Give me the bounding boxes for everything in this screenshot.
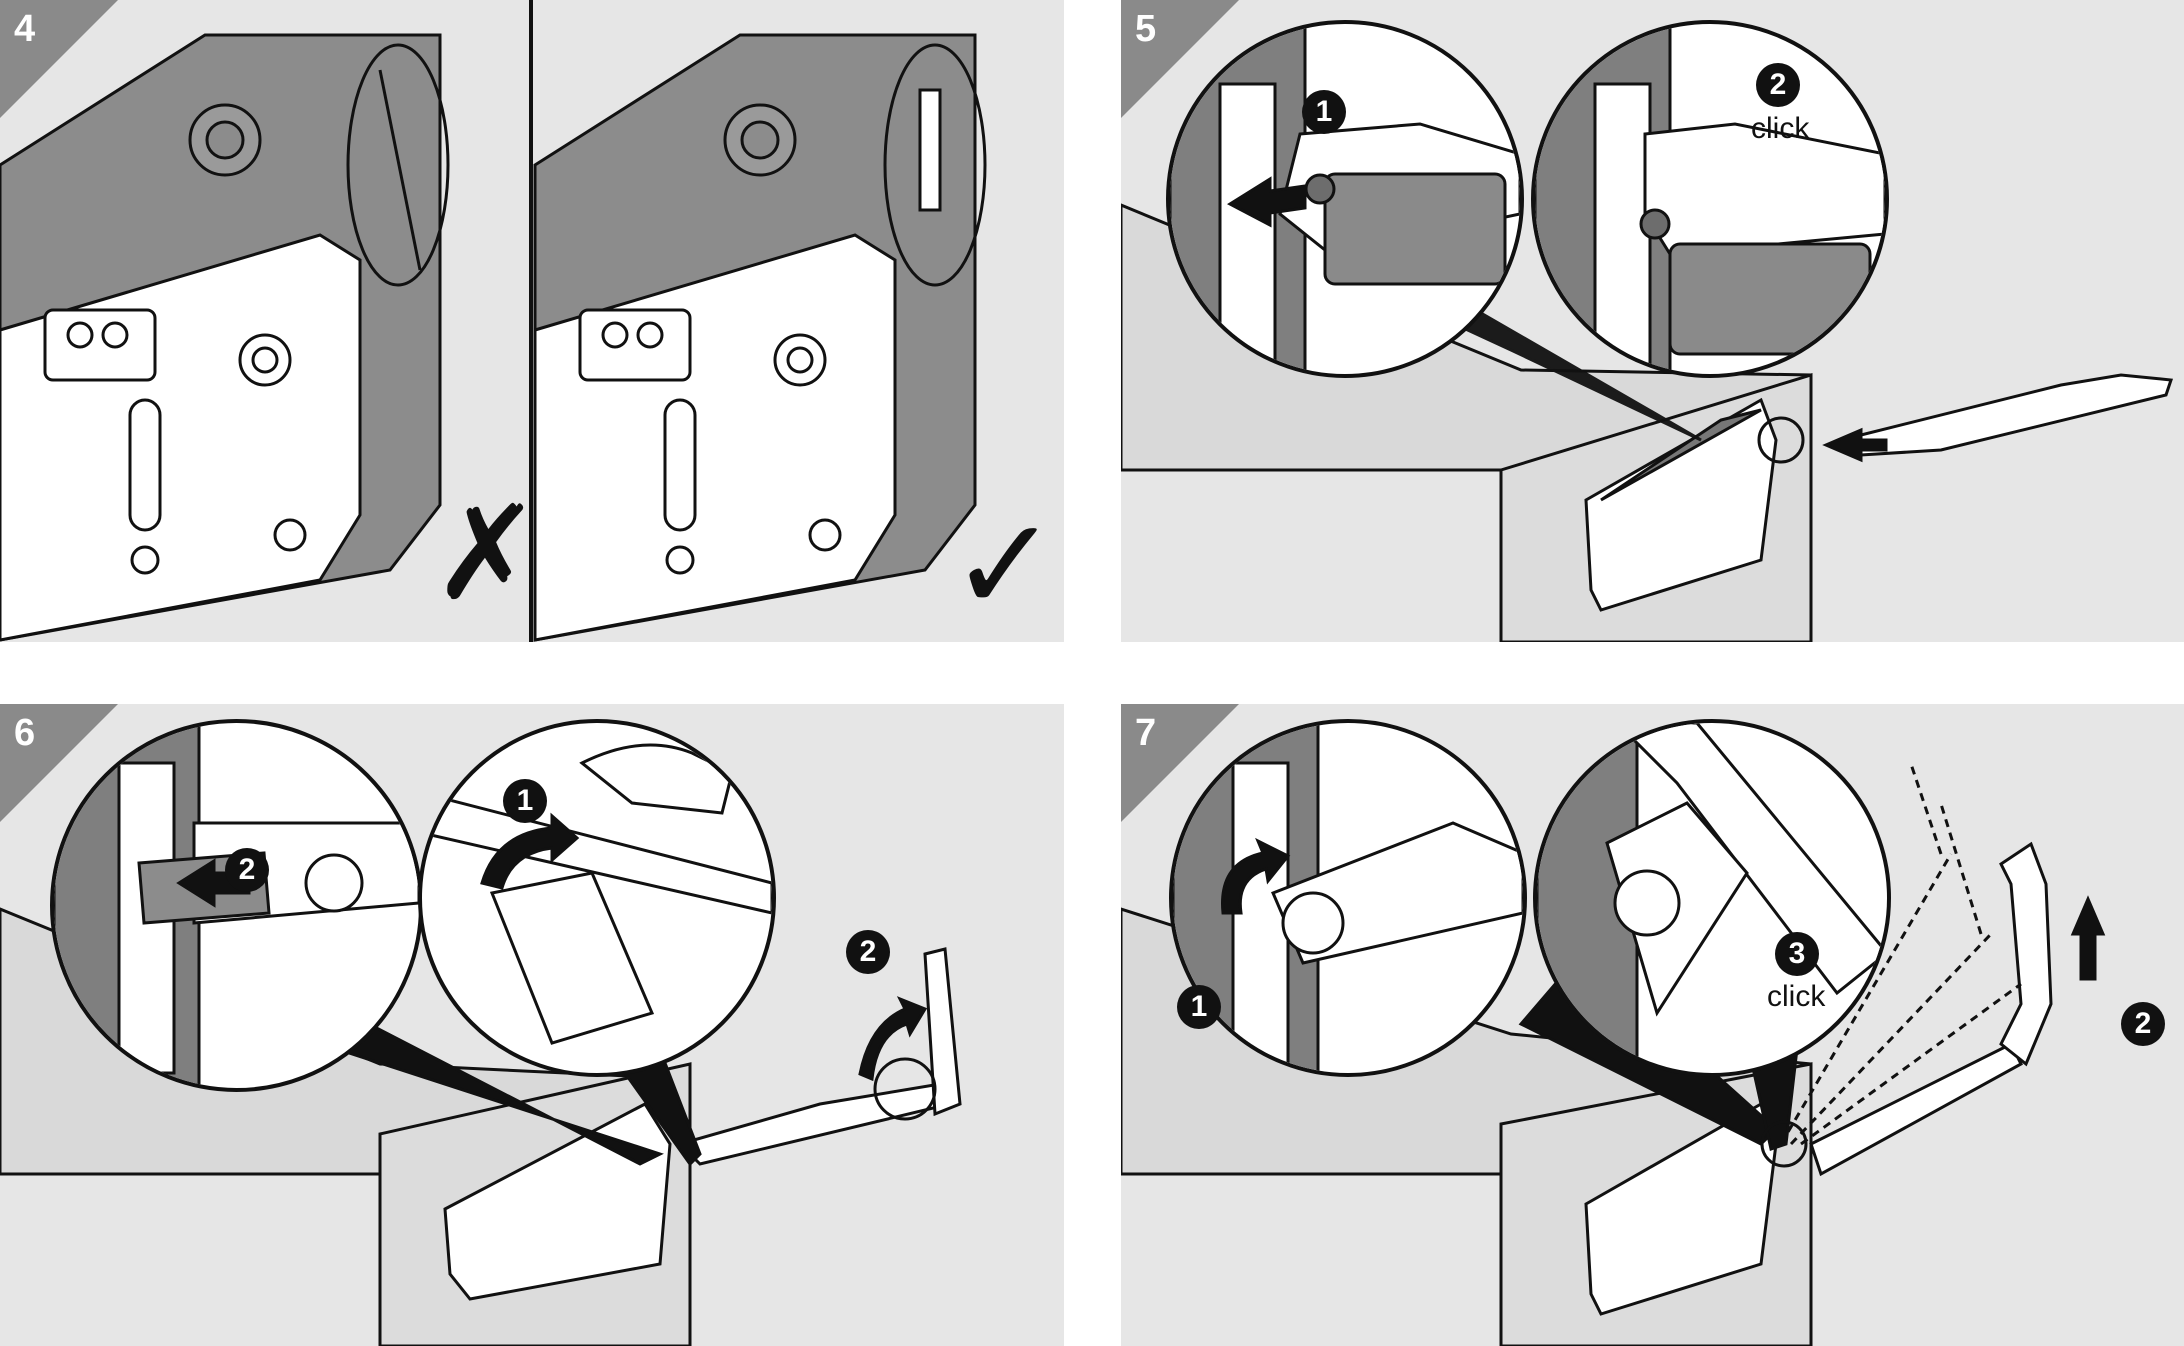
step-badge-2-arm: 2 <box>846 930 890 974</box>
step-number: 5 <box>1135 8 1157 50</box>
arm-raised <box>1999 841 2053 1067</box>
rotate-arrow-icon <box>858 996 928 1082</box>
step-tab-bg <box>0 0 118 118</box>
step-number: 6 <box>14 712 36 754</box>
rotate-arrow-icon <box>1221 837 1291 915</box>
step-7-detail-right <box>1533 719 1891 1077</box>
step-badge-3: 3 <box>1775 932 1819 976</box>
step-4-panel: 4 ✗ ✓ <box>0 0 1064 642</box>
step-badge-2: 2 <box>1756 63 1800 107</box>
step-4-illustration <box>0 0 987 642</box>
step-6-panel: 2 1 2 6 <box>0 704 1064 1346</box>
check-mark-icon: ✓ <box>950 489 1059 641</box>
step-badge-1: 1 <box>503 779 547 823</box>
step-5-detail-right <box>1531 20 1889 378</box>
step-badge-1: 1 <box>1177 985 1221 1029</box>
step-badge-1: 1 <box>1302 90 1346 134</box>
wrong-mark-icon: ✗ <box>432 477 541 629</box>
step-7-detail-left <box>1169 719 1527 1077</box>
lift-arrow-icon <box>2070 895 2106 936</box>
mount-bracket <box>1584 397 1778 612</box>
step-5-detail-left <box>1166 20 1524 378</box>
step-badge-2: 2 <box>2121 1002 2165 1046</box>
mount-bracket <box>443 1102 672 1301</box>
lift-arm <box>1809 1041 2023 1177</box>
step-number: 4 <box>14 8 36 50</box>
arm-raised <box>923 947 962 1117</box>
bracket-correct <box>533 33 987 642</box>
step-7-panel: 1 3 click 2 7 <box>1121 704 2184 1346</box>
lift-arm <box>1837 373 2174 457</box>
press-arrow-icon <box>480 812 580 890</box>
push-arrow-icon <box>1226 176 1307 228</box>
bracket-incorrect <box>0 33 450 642</box>
lift-arm <box>677 1082 953 1166</box>
step-badge-2: 2 <box>225 848 269 892</box>
step-5-panel: 1 2 click 5 <box>1121 0 2184 642</box>
step-number: 7 <box>1135 712 1157 754</box>
click-label: click <box>1751 112 1810 145</box>
step-4-divider <box>529 0 533 642</box>
step-6-detail-left <box>50 719 423 1092</box>
insert-arrow-icon <box>1822 427 1888 463</box>
step-6-detail-right <box>418 719 776 1077</box>
click-label: click <box>1767 980 1826 1013</box>
lift-arrow-stem <box>2079 927 2097 981</box>
